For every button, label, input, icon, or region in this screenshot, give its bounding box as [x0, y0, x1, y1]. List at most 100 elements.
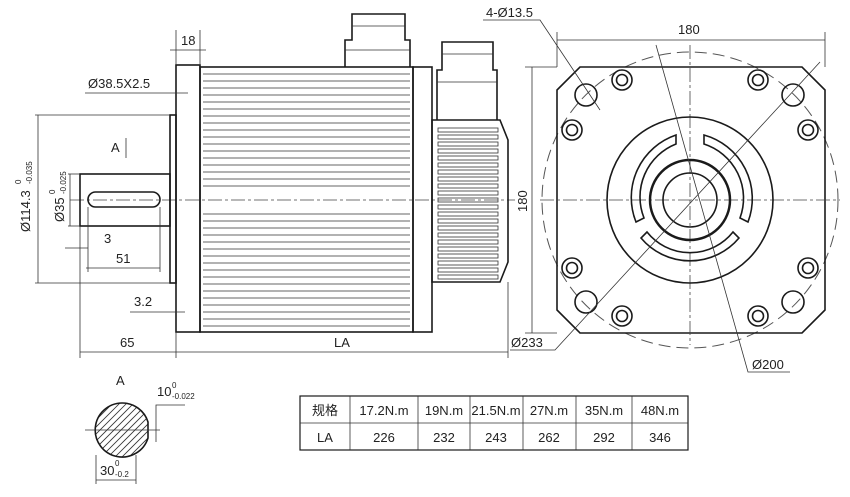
power-connector [344, 13, 411, 67]
key-tol-lower: -0.022 [172, 392, 195, 401]
section-label: A [116, 373, 125, 388]
hatch-line [95, 402, 124, 457]
slot-bottom [639, 230, 741, 262]
front-view: 180 180 4-Ø13.5 Ø233 Ø200 [483, 5, 840, 373]
dim-shaft-diameter: Ø35 [52, 197, 67, 222]
pilot [169, 114, 177, 284]
key-depth-tol-upper: 0 [115, 459, 120, 468]
screw-hole-inner [751, 309, 765, 323]
encoder-fin [437, 134, 499, 140]
shaft-tol-lower: -0.025 [59, 171, 68, 194]
screw-hole-inner [565, 261, 579, 275]
encoder-fin [437, 267, 499, 273]
dim-shaft-length: 65 [120, 335, 134, 350]
table-cell: 19N.m [425, 403, 463, 418]
encoder-fin [437, 155, 499, 161]
dim-key-length: 51 [116, 251, 130, 266]
body-fins [203, 73, 410, 327]
boss-circle [606, 116, 774, 284]
screw-hole [797, 119, 819, 141]
screw-hole-inner [751, 73, 765, 87]
screw-hole [611, 69, 633, 91]
motor-body [199, 66, 414, 333]
hatch-line [154, 400, 214, 460]
encoder-fin [437, 274, 499, 280]
flange-square [556, 66, 826, 334]
slot-left [630, 133, 677, 224]
dim-pilot-depth: 3.2 [134, 294, 152, 309]
table-cell: 226 [373, 430, 395, 445]
encoder-fin [437, 162, 499, 168]
encoder-housing [431, 119, 509, 283]
screw-hole [561, 257, 583, 279]
through-hole [574, 83, 598, 107]
pilot-tol-upper: 0 [14, 179, 23, 184]
table-cell: LA [317, 430, 333, 445]
encoder-fin [437, 148, 499, 154]
table-cell: 243 [485, 430, 507, 445]
dim-holes: 4-Ø13.5 [486, 5, 533, 20]
table-header-row: 规格 17.2N.m 19N.m 21.5N.m 27N.m 35N.m 48N… [312, 403, 679, 418]
encoder-fin [437, 218, 499, 224]
encoder-fin [437, 183, 499, 189]
encoder-fin [437, 169, 499, 175]
encoder-fin [437, 190, 499, 196]
screw-hole [561, 119, 583, 141]
screw-hole [797, 257, 819, 279]
encoder-fin [437, 204, 499, 210]
dim-key-width: 10 [157, 384, 171, 399]
encoder-fin [437, 141, 499, 147]
screw-hole [747, 305, 769, 327]
table-cell: 262 [538, 430, 560, 445]
encoder-fin [437, 239, 499, 245]
key-slot [87, 191, 161, 208]
slot-right [703, 133, 754, 224]
encoder-fin [437, 197, 499, 203]
dim-front-height: 180 [515, 190, 530, 212]
shaft-section [94, 402, 149, 458]
encoder-fin [437, 246, 499, 252]
encoder-fin [437, 225, 499, 231]
encoder-fin [437, 232, 499, 238]
screw-hole-inner [801, 261, 815, 275]
dim-body-length: LA [334, 335, 350, 350]
encoder-fin [437, 127, 499, 133]
encoder-fins [437, 127, 499, 280]
hatch-line [125, 402, 148, 457]
shaft-end [662, 172, 718, 228]
screw-hole-inner [565, 123, 579, 137]
dim-pilot-diameter: Ø114.3 [18, 190, 33, 232]
flange [175, 64, 201, 333]
key-depth-tol-lower: -0.2 [115, 470, 129, 479]
table-cell: 27N.m [530, 403, 568, 418]
table-cell: 292 [593, 430, 615, 445]
table-cell: 35N.m [585, 403, 623, 418]
dim-key-depth: 30 [100, 463, 114, 478]
bearing-ring [648, 158, 732, 242]
dim-front-width: 180 [678, 22, 700, 37]
screw-hole-inner [801, 123, 815, 137]
hatch-line [95, 402, 117, 457]
dim-bolt-circle: Ø200 [752, 357, 784, 372]
view-marker-a: A [111, 140, 120, 155]
la-table: 规格 17.2N.m 19N.m 21.5N.m 27N.m 35N.m 48N… [299, 395, 689, 451]
table-cell: 48N.m [641, 403, 679, 418]
table-cell: 346 [649, 430, 671, 445]
shaft-tol-upper: 0 [48, 189, 57, 194]
through-hole [574, 290, 598, 314]
section-a: A 10 0 -0.022 30 0 -0.2 [85, 373, 214, 484]
shaft [79, 173, 171, 227]
hatch-line [118, 402, 148, 457]
encoder-fin [437, 253, 499, 259]
table-cell: 232 [433, 430, 455, 445]
screw-hole [747, 69, 769, 91]
screw-hole [611, 305, 633, 327]
side-view: 18 Ø38.5X2.5 Ø114.3 0 -0.035 Ø35 0 -0.02… [14, 13, 515, 358]
table-cell: 17.2N.m [359, 403, 408, 418]
encoder-fin [437, 260, 499, 266]
dim-flange-thickness: 18 [181, 33, 195, 48]
screw-hole-inner [615, 73, 629, 87]
table-cell: 规格 [312, 403, 338, 418]
